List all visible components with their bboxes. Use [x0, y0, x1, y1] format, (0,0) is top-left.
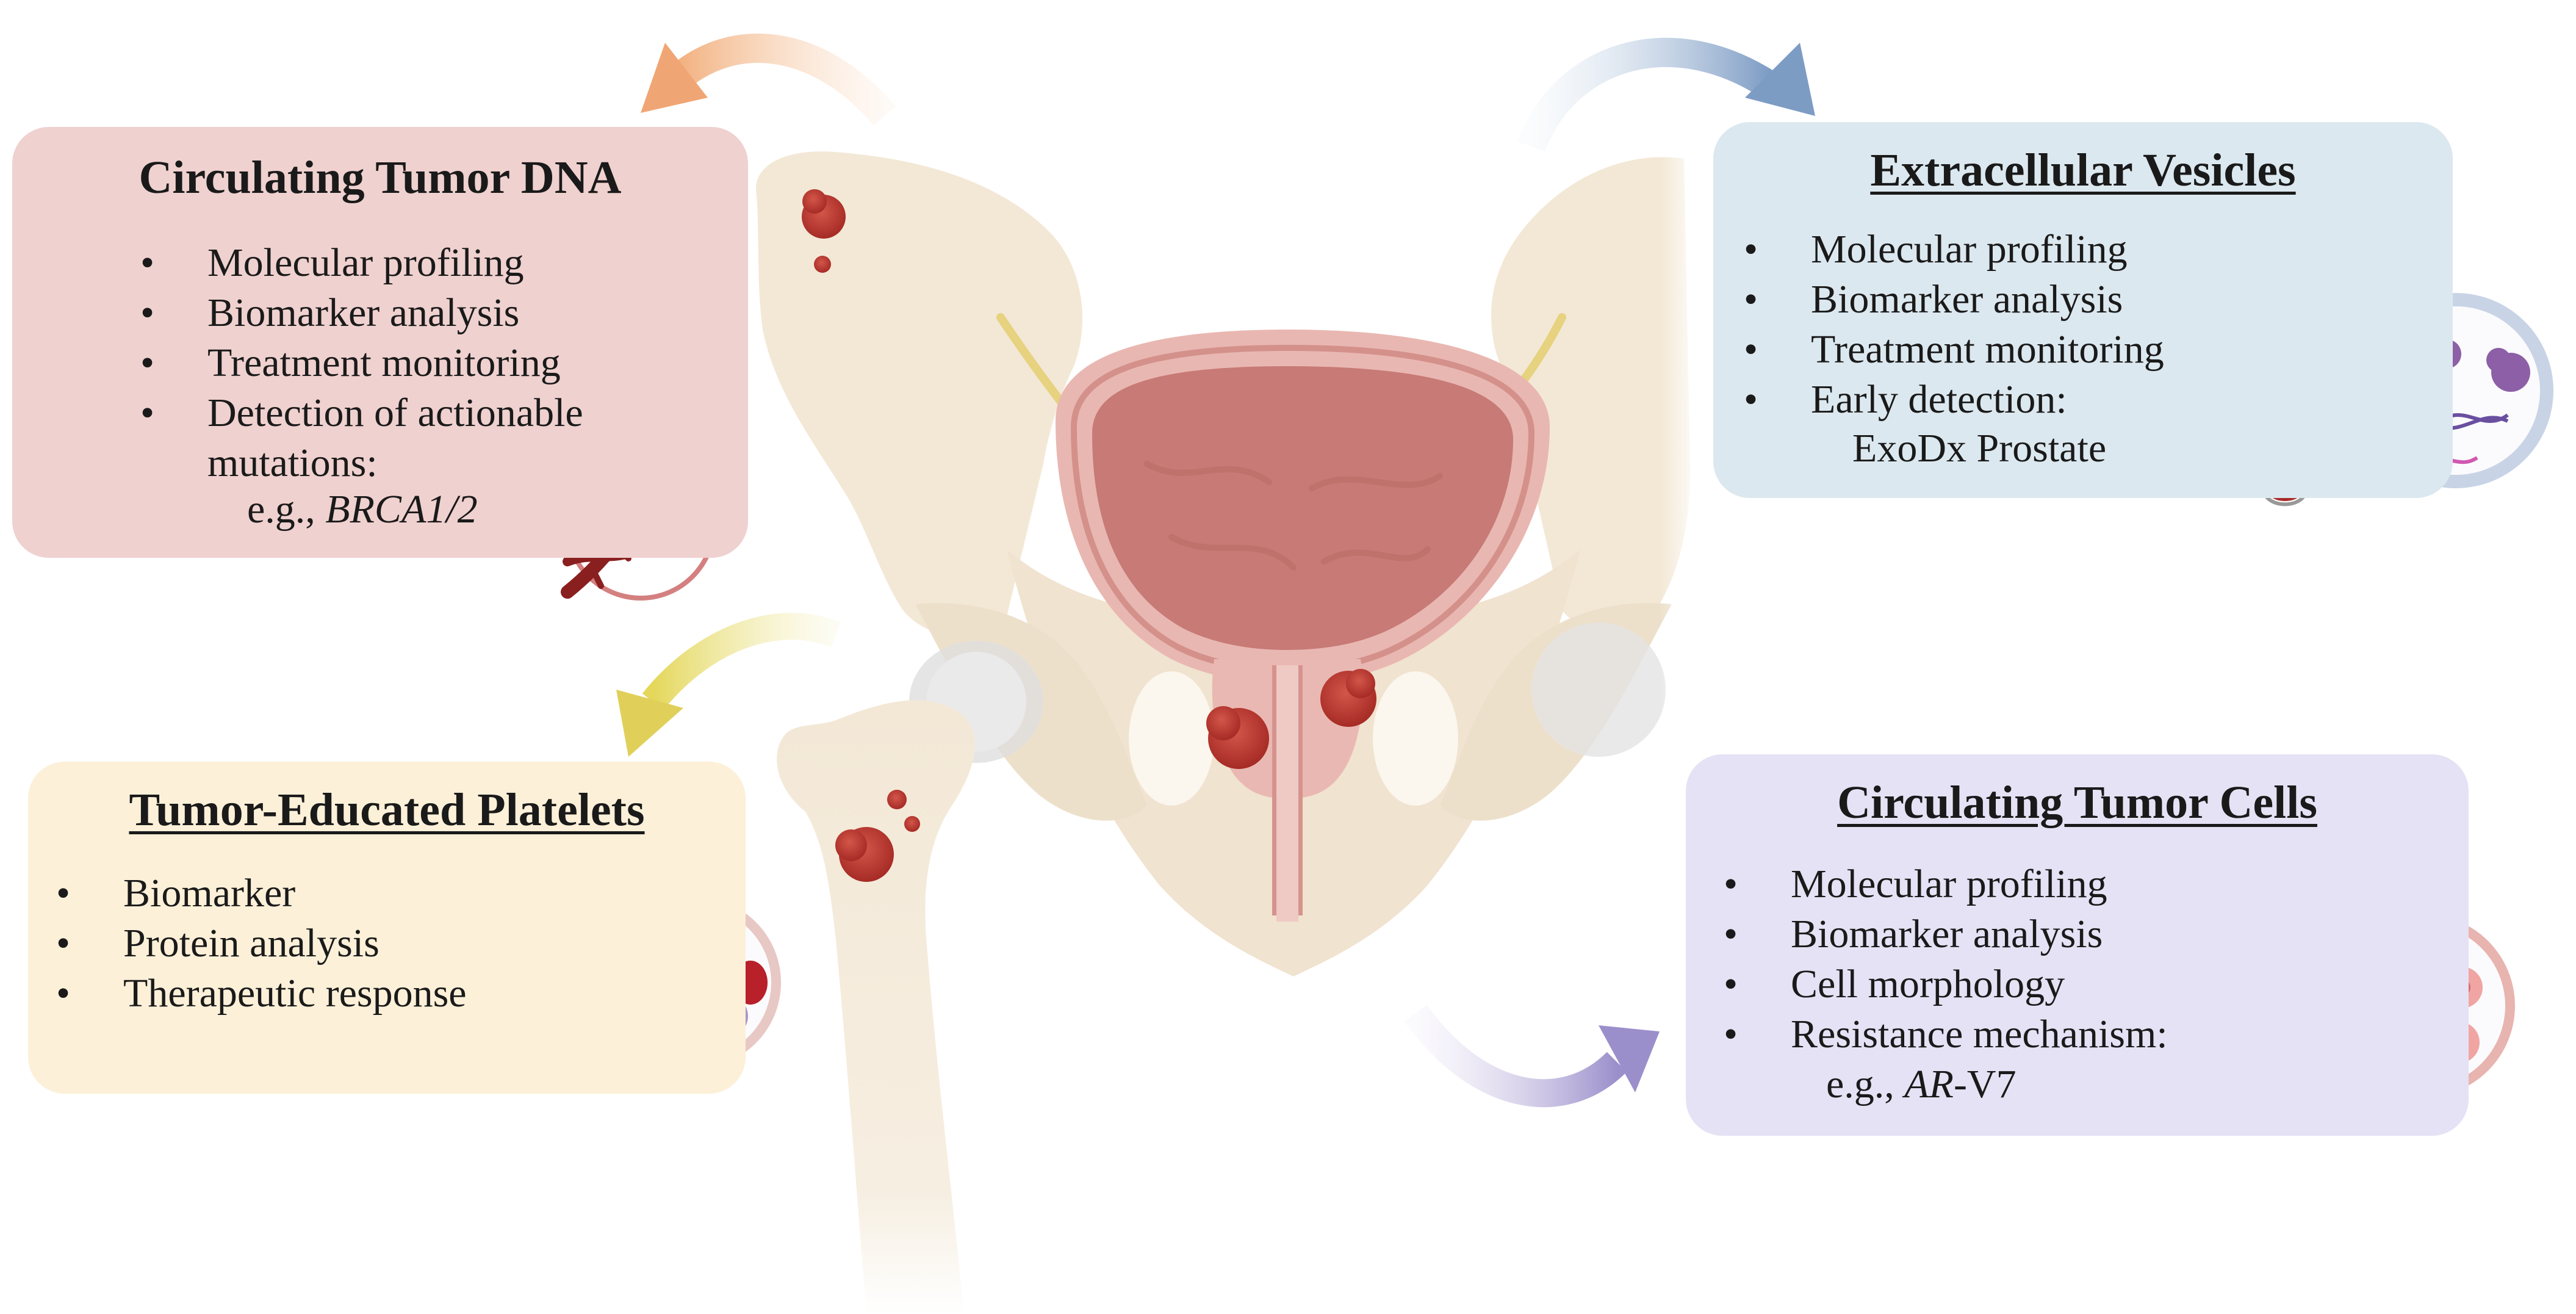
arrow-tep: [616, 613, 841, 757]
ctdna-panel: Circulating Tumor DNA Molecular profilin…: [12, 127, 748, 558]
list-item: Molecular profiling: [140, 238, 726, 288]
ctc-example-prefix: e.g.,: [1826, 1062, 1905, 1106]
tumor-iliac: [802, 189, 846, 273]
ctc-panel: Circulating Tumor Cells Molecular profil…: [1686, 754, 2469, 1136]
ctc-example-suffix: -V7: [1953, 1062, 2017, 1106]
bladder: [1056, 330, 1550, 684]
ctdna-list: Molecular profiling Biomarker analysis T…: [140, 238, 726, 488]
list-item: Treatment monitoring: [140, 338, 726, 388]
ctc-example: e.g., AR-V7: [1826, 1060, 2017, 1110]
list-item: Molecular profiling: [1724, 859, 2236, 909]
list-item: Cell morphology: [1724, 959, 2236, 1009]
list-item: Therapeutic response: [56, 969, 556, 1019]
list-item: Treatment monitoring: [1744, 325, 2256, 375]
ctdna-example-gene: BRCA1/2: [325, 487, 478, 532]
list-item: Early detection:: [1744, 375, 2256, 425]
tumor-femur: [835, 790, 920, 882]
ctc-list: Molecular profiling Biomarker analysis C…: [1724, 859, 2236, 1060]
tep-list: Biomarker Protein analysis Therapeutic r…: [56, 868, 556, 1019]
ctdna-title: Circulating Tumor DNA: [139, 152, 622, 203]
ctdna-example-prefix: e.g.,: [247, 487, 326, 532]
ctc-example-gene: AR: [1904, 1062, 1954, 1106]
femur-bone: [777, 700, 975, 1314]
list-item: Biomarker: [56, 868, 556, 919]
ev-list: Molecular profiling Biomarker analysis T…: [1744, 225, 2256, 425]
arrow-ctdna: [641, 34, 896, 126]
arrow-ev: [1517, 37, 1815, 152]
tumor-prostate-left: [1206, 706, 1269, 769]
list-item: Biomarker analysis: [140, 288, 726, 338]
ev-title: Extracellular Vesicles: [1870, 145, 2296, 196]
list-item: Protein analysis: [56, 919, 556, 969]
tep-panel: Tumor-Educated Platelets Biomarker Prote…: [28, 762, 746, 1094]
list-item: Biomarker analysis: [1724, 909, 2236, 959]
list-item: Molecular profiling: [1744, 225, 2256, 275]
list-item: Resistance mechanism:: [1724, 1009, 2236, 1060]
tep-title: Tumor-Educated Platelets: [129, 784, 645, 836]
list-item: Biomarker analysis: [1744, 275, 2256, 325]
ev-panel: Extracellular Vesicles Molecular profili…: [1713, 122, 2453, 498]
list-item: Detection of actionable mutations:: [140, 388, 726, 488]
ev-example: ExoDx Prostate: [1852, 426, 2107, 471]
hip-joint-right: [1531, 623, 1666, 757]
ctdna-example: e.g., BRCA1/2: [247, 485, 478, 535]
arrow-ctc: [1404, 1005, 1660, 1108]
tumor-prostate-right: [1320, 669, 1376, 727]
ctc-title: Circulating Tumor Cells: [1837, 777, 2317, 828]
